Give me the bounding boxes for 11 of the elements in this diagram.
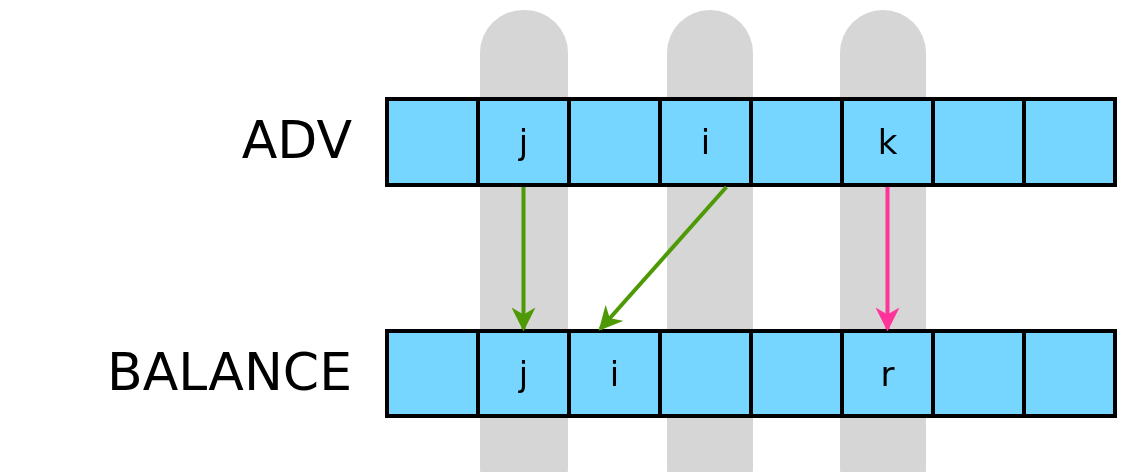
cell-letter: k	[877, 122, 898, 162]
arrow	[511, 187, 536, 332]
row-label: BALANCE	[106, 341, 352, 402]
cell-letter: i	[700, 122, 711, 162]
cell-letter: r	[880, 353, 895, 394]
arrow	[598, 185, 728, 331]
cell-letter: j	[518, 122, 529, 162]
row-label: ADV	[241, 110, 352, 170]
arrow	[875, 187, 900, 332]
cell-letter: i	[609, 353, 620, 394]
cell-letter: j	[518, 353, 529, 394]
